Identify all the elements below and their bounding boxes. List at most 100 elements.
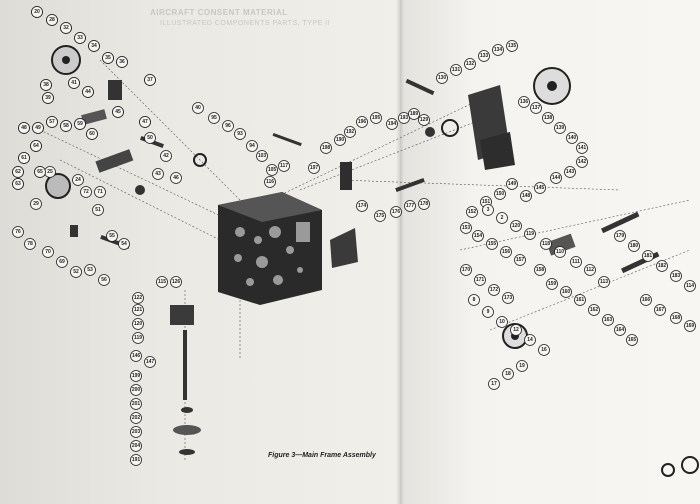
callout-bubble: 60 [86, 128, 98, 140]
callout-number: 163 [604, 317, 613, 323]
callout-bubble: 34 [88, 40, 100, 52]
callout-bubble: 119 [132, 332, 144, 344]
callout-bubble: 42 [160, 150, 172, 162]
callout-bubble: 59 [74, 118, 86, 130]
callout-number: 181 [644, 253, 653, 259]
callout-number: 143 [566, 169, 575, 175]
callout-number: 20 [34, 9, 40, 15]
callout-number: 2 [501, 215, 504, 221]
callout-bubble: 112 [584, 264, 596, 276]
callout-number: 42 [163, 153, 169, 159]
callout-number: 175 [376, 213, 385, 219]
callout-bubble: 12 [510, 324, 522, 336]
callout-bubble: 175 [374, 210, 386, 222]
callout-bubble: 162 [588, 304, 600, 316]
callout-number: 164 [616, 327, 625, 333]
callout-number: 116 [266, 179, 274, 185]
callout-number: 122 [134, 295, 143, 301]
callout-number: 195 [372, 115, 381, 121]
callout-number: 201 [132, 401, 141, 407]
callout-number: 138 [544, 115, 553, 121]
callout-number: 169 [686, 323, 695, 329]
callout-number: 194 [388, 121, 397, 127]
callout-number: 129 [420, 117, 429, 123]
callout-bubble: 120 [510, 220, 522, 232]
callout-bubble: 199 [130, 370, 142, 382]
callout-number: 171 [476, 277, 485, 283]
callout-bubble: 129 [418, 114, 430, 126]
callout-number: 33 [77, 35, 83, 41]
callout-bubble: 94 [246, 140, 258, 152]
callout-number: 183 [672, 273, 681, 279]
callout-number: 155 [488, 241, 497, 247]
callout-bubble: 119 [524, 228, 536, 240]
callout-number: 8 [473, 297, 476, 303]
callout-number: 29 [33, 201, 39, 207]
callout-bubble: 10 [496, 316, 508, 328]
callout-number: 56 [101, 277, 107, 283]
main-frame-block [218, 192, 322, 305]
callout-bubble: 58 [60, 120, 72, 132]
callout-number: 10 [499, 319, 505, 325]
callout-bubble: 132 [464, 58, 476, 70]
callout-number: 179 [616, 233, 625, 239]
callout-number: 78 [27, 241, 33, 247]
callout-bubble: 135 [506, 40, 518, 52]
callout-bubble: 95 [208, 112, 220, 124]
callout-bubble: 78 [24, 238, 36, 250]
callout-number: 130 [438, 75, 447, 81]
callout-number: 139 [556, 125, 565, 131]
callout-bubble: 121 [132, 304, 144, 316]
callout-bubble: 47 [139, 116, 151, 128]
callout-bubble: 163 [602, 314, 614, 326]
callout-bubble: 142 [576, 156, 588, 168]
callout-bubble: 147 [144, 356, 156, 368]
callout-number: 191 [132, 457, 141, 463]
callout-number: 154 [474, 233, 483, 239]
callout-number: 165 [628, 337, 637, 343]
callout-number: 148 [522, 193, 531, 199]
callout-bubble: 155 [486, 238, 498, 250]
callout-number: 93 [237, 131, 243, 137]
callout-bubble: 180 [628, 240, 640, 252]
callout-bubble: 18 [502, 368, 514, 380]
callout-bubble: 173 [502, 292, 514, 304]
callout-number: 151 [482, 199, 491, 205]
callout-number: 176 [392, 209, 401, 215]
callout-bubble: 158 [534, 264, 546, 276]
callout-bubble: 44 [82, 86, 94, 98]
callout-number: 178 [420, 201, 429, 207]
callout-bubble: 136 [518, 96, 530, 108]
callout-bubble: 114 [684, 280, 696, 292]
callout-number: 131 [452, 67, 461, 73]
callout-number: 160 [562, 289, 571, 295]
callout-number: 113 [600, 279, 608, 285]
callout-bubble: 198 [320, 142, 332, 154]
callout-bubble: 166 [640, 294, 652, 306]
callout-bubble: 35 [102, 52, 114, 64]
callout-number: 64 [33, 143, 39, 149]
callout-number: 17 [491, 381, 497, 387]
callout-number: 114 [686, 283, 694, 289]
callout-bubble: 25 [44, 166, 56, 178]
callout-number: 200 [132, 387, 141, 393]
callout-number: 54 [121, 241, 127, 247]
callout-number: 120 [512, 223, 521, 229]
callout-number: 146 [132, 353, 141, 359]
callout-bubble: 51 [92, 204, 104, 216]
callout-number: 39 [45, 95, 51, 101]
callout-bubble: 17 [488, 378, 500, 390]
callout-bubble: 29 [30, 198, 42, 210]
page-header-subtitle: ILLUSTRATED COMPONENTS PARTS, TYPE II [160, 20, 331, 27]
callout-number: 76 [15, 229, 21, 235]
callout-number: 43 [155, 171, 161, 177]
callout-bubble: 131 [450, 64, 462, 76]
callout-number: 134 [494, 47, 503, 53]
callout-number: 149 [508, 181, 517, 187]
callout-number: 44 [85, 89, 91, 95]
callout-bubble: 69 [56, 256, 68, 268]
callout-bubble: 160 [560, 286, 572, 298]
callout-number: 137 [532, 105, 541, 111]
callout-bubble: 39 [42, 92, 54, 104]
